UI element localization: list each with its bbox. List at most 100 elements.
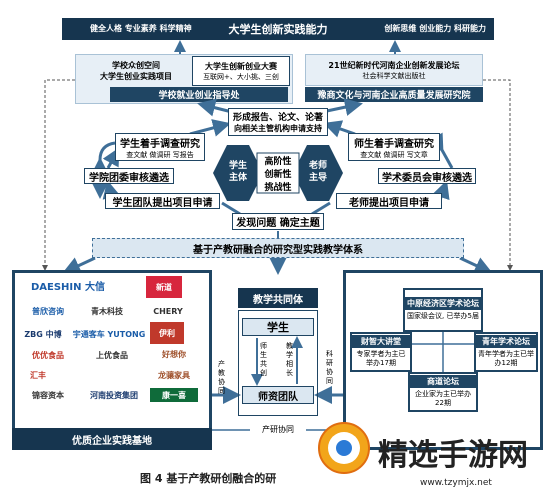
report-line2: 向相关主管机构申请支持 — [234, 124, 322, 133]
student-subject: 学生主体 — [215, 155, 261, 189]
logo-xindao: 新道 — [146, 276, 182, 298]
forum-21c-box: 21世纪新时代河南企业创新发展论坛 社会科学文献出版社 — [305, 54, 483, 86]
enterprise-base-label-box: 优质企业实践基地 — [12, 428, 212, 450]
teacher-research-title: 师生着手调查研究 — [354, 138, 434, 150]
watermark-text: 精选手游网 — [378, 438, 528, 473]
forum-shangdao-sub: 企业家为主已举办22期 — [415, 389, 471, 407]
feature-1: 高阶性 — [264, 156, 292, 167]
forum-caizhi-sub: 专家学者为主已举办17期 — [356, 349, 406, 367]
teacher-research-sub: 查文献 做调研 写文章 — [360, 150, 428, 159]
logo-kangyixi: 康一喜 — [150, 388, 198, 402]
topic-label: 发现问题 确定主题 — [236, 218, 320, 229]
forum-central-plains-sub: 国家级会议, 已举办5届 — [407, 312, 479, 320]
forum-youth-title: 青年学术论坛 — [476, 334, 536, 348]
henan-institute-label: 豫商文化与河南企业高质量发展研究院 — [317, 91, 471, 101]
maker-space-box: 学校众创空间 大学生创业实践项目 — [82, 56, 190, 86]
henan-institute-box: 豫商文化与河南企业高质量发展研究院 — [305, 87, 483, 102]
logo-huifeng: 汇丰 — [30, 370, 46, 380]
system-bar: 基于产教研融合的研究型实践教学体系 — [92, 238, 464, 258]
logo-shangyou: 上优食品 — [96, 350, 128, 360]
research-collab-vertical: 科研协同 — [326, 350, 336, 386]
logo-yutong: 宇通客车 YUTONG — [72, 329, 146, 339]
figure-caption-text: 图 4 基于产教研创融合的研 — [140, 472, 277, 485]
topic-box: 发现问题 确定主题 — [232, 213, 324, 230]
forum-shangdao: 商道论坛 企业家为主已举办22期 — [408, 372, 478, 412]
student-box: 学生 — [242, 318, 314, 336]
student-research-title: 学生着手调查研究 — [120, 138, 200, 150]
forum-youth-sub: 青年学者为主已举办12期 — [478, 349, 534, 367]
mutual-growth-vertical: 教学相长 — [286, 342, 296, 378]
logo-longxiang: 龙骧家具 — [158, 370, 190, 380]
logo-chery: CHERY — [153, 306, 183, 316]
forum-central-plains: 中原经济区学术论坛 国家级会议, 已举办5届 — [403, 288, 483, 332]
report-box: 形成报告、论文、论著 向相关主管机构申请支持 — [228, 108, 328, 136]
feature-3: 挑战性 — [264, 182, 292, 193]
enterprise-base-label: 优质企业实践基地 — [72, 435, 152, 447]
co-create-vertical: 师生共创 — [260, 342, 270, 378]
competition-title: 大学生创新创业大赛 — [205, 61, 277, 71]
student-subject-label: 学生主体 — [228, 161, 247, 183]
top-bar: 健全人格 专业素养 科学精神 大学生创新实践能力 创新思维 创业能力 科研能力 — [62, 18, 494, 40]
community-box: 教学共同体 — [238, 288, 318, 308]
industry-edu-label: 产教协同 — [218, 360, 225, 395]
startup-project-label: 大学生创业实践项目 — [100, 72, 172, 81]
teacher-lead: 老师主导 — [295, 155, 341, 189]
report-line1: 形成报告、论文、论著 — [232, 113, 323, 123]
league-review-label: 学院团委审核遴选 — [89, 172, 169, 184]
community-frame — [238, 310, 318, 416]
teacher-lead-label: 老师主导 — [308, 161, 327, 183]
system-bar-label: 基于产教研融合的研究型实践教学体系 — [193, 244, 363, 256]
logo-youyou: 优优食品 — [32, 350, 64, 360]
teacher-apply-box: 老师提出项目申请 — [336, 193, 442, 209]
features-list: 高阶性 创新性 挑战性 — [257, 153, 299, 193]
logo-yili: 伊利 — [150, 322, 184, 344]
industry-edu-vertical: 产教协同 — [218, 360, 228, 396]
forum-youth: 青年学术论坛 青年学者为主已举办12期 — [474, 332, 538, 372]
competition-sub: 互联网+、大小挑、三创 — [203, 72, 279, 81]
forum-21c-title: 21世纪新时代河南企业创新发展论坛 — [328, 60, 460, 70]
top-bar-title: 大学生创新实践能力 — [228, 23, 328, 36]
forum-caizhi: 财智大讲堂 专家学者为主已举办17期 — [350, 332, 412, 372]
figure-caption: 图 4 基于产教研创融合的研 — [140, 470, 276, 486]
top-bar-right-items: 创新思维 创业能力 科研能力 — [384, 24, 486, 33]
top-bar-left-items: 健全人格 专业素养 科学精神 — [90, 24, 192, 33]
logo-qingmu: 青木科技 — [91, 306, 123, 316]
watermark-url: www.tzymjx.net — [420, 478, 492, 488]
industry-research-collab: 产研协同 — [250, 423, 306, 435]
logo-haoxiangni: 好想你 — [162, 349, 186, 359]
student-research-sub: 查文献 做调研 写报告 — [126, 150, 194, 159]
community-label: 教学共同体 — [253, 294, 303, 306]
mentor-team-box: 师资团队 — [242, 386, 314, 404]
watermark-logo — [318, 422, 370, 474]
logo-henan-invest: 河南投资集团 — [90, 390, 138, 400]
mentor-team-label: 师资团队 — [258, 391, 298, 403]
forum-caizhi-title: 财智大讲堂 — [352, 334, 410, 348]
career-office-label: 学校就业创业指导处 — [158, 91, 240, 101]
logo-jinrong: 锦容资本 — [32, 390, 64, 400]
student-apply-label: 学生团队提出项目申请 — [112, 197, 213, 209]
mutual-growth-label: 教学相长 — [286, 342, 293, 377]
co-create-label: 师生共创 — [260, 342, 267, 377]
student-label: 学生 — [267, 321, 289, 334]
industry-research-label: 产研协同 — [262, 424, 294, 434]
competition-box: 大学生创新创业大赛 互联网+、大小挑、三创 — [192, 56, 290, 86]
center-hexagon — [213, 145, 343, 201]
teacher-research-box: 师生着手调查研究 查文献 做调研 写文章 — [348, 133, 440, 161]
forum-shangdao-title: 商道论坛 — [410, 374, 476, 388]
research-collab-label: 科研协同 — [326, 350, 333, 385]
logo-daeshin: DAESHIN 大信 — [30, 281, 105, 293]
forum-21c-sub: 社会科学文献出版社 — [362, 71, 426, 80]
maker-space-label: 学校众创空间 — [112, 61, 160, 70]
logo-zbg: ZBG 中博 — [24, 329, 62, 339]
feature-2: 创新性 — [264, 169, 292, 180]
academic-review-label: 学术委员会审核遴选 — [382, 172, 472, 184]
career-office-box: 学校就业创业指导处 — [110, 87, 288, 102]
teacher-apply-label: 老师提出项目申请 — [349, 197, 429, 209]
forum-central-plains-title: 中原经济区学术论坛 — [405, 297, 481, 310]
student-research-box: 学生着手调查研究 查文献 做调研 写报告 — [115, 133, 205, 161]
enterprise-panel — [12, 270, 212, 450]
league-review-box: 学院团委审核遴选 — [84, 168, 174, 184]
logo-puxin: 普欣咨询 — [32, 306, 64, 316]
academic-review-box: 学术委员会审核遴选 — [378, 168, 476, 184]
student-apply-box: 学生团队提出项目申请 — [105, 193, 220, 209]
